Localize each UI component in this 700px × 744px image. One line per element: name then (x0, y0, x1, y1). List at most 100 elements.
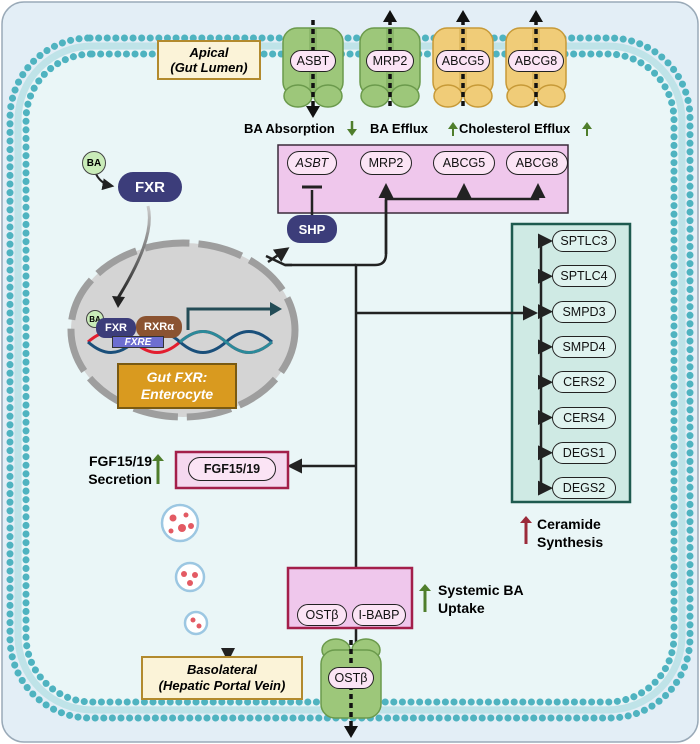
gene-label: OSTβ (305, 608, 339, 622)
ceramide-synthesis-line: Ceramide (537, 516, 601, 532)
ceramide-gene-cers4: CERS4 (552, 406, 616, 429)
uptake-up-arrow-head (419, 584, 431, 591)
shp-arrow (267, 247, 290, 264)
basolateral-label: Basolateral (Hepatic Portal Vein) (141, 656, 303, 700)
fgf-vesicle (183, 610, 209, 636)
gene-ostb: OSTβ (297, 604, 347, 626)
transporter-ostb-label: OSTβ (328, 667, 374, 689)
gene-label: DEGS2 (562, 481, 606, 496)
ceramide-gene-cers2: CERS2 (552, 371, 616, 394)
fgf-vesicle (160, 503, 200, 543)
basolateral-label-line: (Hepatic Portal Vein) (158, 678, 286, 693)
fxre-label: FXRE (124, 336, 152, 348)
cholesterol-efflux-label: Cholesterol Efflux (459, 121, 570, 136)
transporter-abcg5-label: ABCG5 (436, 50, 490, 72)
bile-acid-molecule: BA (82, 151, 106, 175)
transporter-label: MRP2 (372, 54, 408, 68)
systemic-uptake-line: Systemic BA (438, 582, 524, 598)
ceramide-up-arrow-head (520, 516, 532, 523)
fxr-label: FXR (135, 178, 165, 196)
systemic-uptake-label: Systemic BA Uptake (438, 581, 524, 617)
fxr-translocation-arrowhead (112, 296, 125, 308)
gene-fgf15-19: FGF15/19 (188, 457, 276, 481)
gene-label: SMPD4 (562, 339, 606, 354)
cholesterol-up-arrow-head (582, 122, 592, 129)
gene-label: SPTLC3 (560, 234, 608, 248)
fgf-up-arrow-head (152, 454, 164, 461)
cholesterol-efflux-text: Cholesterol Efflux (459, 121, 571, 136)
fgf-secretion-label: FGF15/19 Secretion (76, 452, 152, 488)
apical-label: Apical (Gut Lumen) (157, 40, 261, 80)
signal-trunk (354, 200, 388, 660)
gene-label: SPTLC4 (560, 269, 608, 284)
nuclear-fxr-label: FXR (105, 322, 127, 334)
shp-label: SHP (298, 221, 326, 237)
transporter-mrp2-label: MRP2 (366, 50, 414, 72)
transcription-arrow (186, 307, 272, 330)
basolateral-label-line: Basolateral (186, 662, 258, 677)
ba-absorption-label: BA Absorption (244, 121, 335, 136)
gene-label: SMPD3 (562, 304, 606, 319)
fgf-secretion-line: FGF15/19 (88, 453, 152, 469)
nucleus-label: Gut FXR: Enterocyte (117, 363, 237, 409)
ceramide-gene-degs1: DEGS1 (552, 441, 616, 464)
fgf-vesicle (174, 561, 206, 593)
rxr-label: RXRα (144, 321, 174, 333)
rxr-protein: RXRα (136, 316, 182, 338)
transporter-abcg8-label: ABCG8 (508, 50, 564, 72)
gene-abcg8: ABCG8 (506, 151, 568, 175)
absorption-down-arrow-head (347, 129, 357, 136)
ba-binding-arrow (95, 173, 115, 191)
gene-asbt: ASBT (287, 151, 337, 175)
ceramide-synthesis-line: Synthesis (537, 534, 604, 550)
ba-efflux-label: BA Efflux (370, 121, 428, 136)
transporter-label: ASBT (296, 54, 330, 68)
gene-label: ABCG5 (442, 156, 486, 170)
nuclear-fxr: FXR (96, 318, 136, 338)
fxre-element: FXRE (112, 336, 164, 348)
transporter-asbt-label: ASBT (290, 50, 336, 72)
gene-label: CERS2 (563, 375, 605, 390)
cell-cytoplasm (22, 50, 678, 706)
dna-strand (179, 330, 273, 354)
gene-mrp2: MRP2 (360, 151, 412, 175)
apical-label-line: Apical (189, 45, 229, 60)
gene-label: MRP2 (368, 156, 404, 170)
transporter-label: OSTβ (334, 671, 368, 685)
gene-label: FGF15/19 (203, 462, 261, 476)
ceramide-gene-sptlc4: SPTLC4 (552, 265, 616, 288)
fgf-secretion-arrowhead (221, 648, 235, 662)
ceramide-synthesis-label: Ceramide Synthesis (537, 515, 603, 551)
gene-label: ABCG8 (515, 156, 559, 170)
transporter-label: ABCG8 (514, 54, 558, 68)
ceramide-gene-sptlc3: SPTLC3 (552, 230, 616, 252)
transcription-arrowhead (270, 302, 282, 316)
fxr-protein: FXR (118, 172, 182, 202)
gene-abcg5: ABCG5 (433, 151, 495, 175)
gene-label: I-BABP (358, 608, 400, 622)
shp-protein: SHP (287, 215, 337, 243)
indicator-arrows (152, 122, 592, 612)
gene-label: ASBT (295, 156, 329, 170)
efflux-up-arrow-head (448, 122, 458, 129)
ceramide-gene-smpd4: SMPD4 (552, 335, 616, 358)
ba-efflux-text: BA Efflux (370, 121, 429, 136)
gene-ibabp: I-BABP (352, 604, 406, 626)
nucleus-label-line: Gut FXR: (146, 369, 208, 385)
fxr-translocation-arrow (116, 205, 151, 299)
fgf-secretion-line: Secretion (88, 471, 152, 487)
bound-bile-acid-label: BA (89, 314, 101, 324)
ceramide-gene-smpd3: SMPD3 (552, 300, 616, 323)
abcg8-arrow (386, 183, 546, 201)
gene-label: CERS4 (563, 410, 605, 425)
apical-label-line: (Gut Lumen) (170, 60, 248, 75)
systemic-uptake-line: Uptake (438, 600, 485, 616)
transporter-label: ABCG5 (441, 54, 485, 68)
ceramide-arrows (538, 233, 553, 496)
bile-acid-label: BA (86, 157, 102, 169)
ceramide-gene-degs2: DEGS2 (552, 477, 616, 500)
gene-label: DEGS1 (562, 445, 606, 460)
ba-absorption-text: BA Absorption (244, 121, 335, 136)
nucleus-label-line: Enterocyte (140, 386, 214, 402)
